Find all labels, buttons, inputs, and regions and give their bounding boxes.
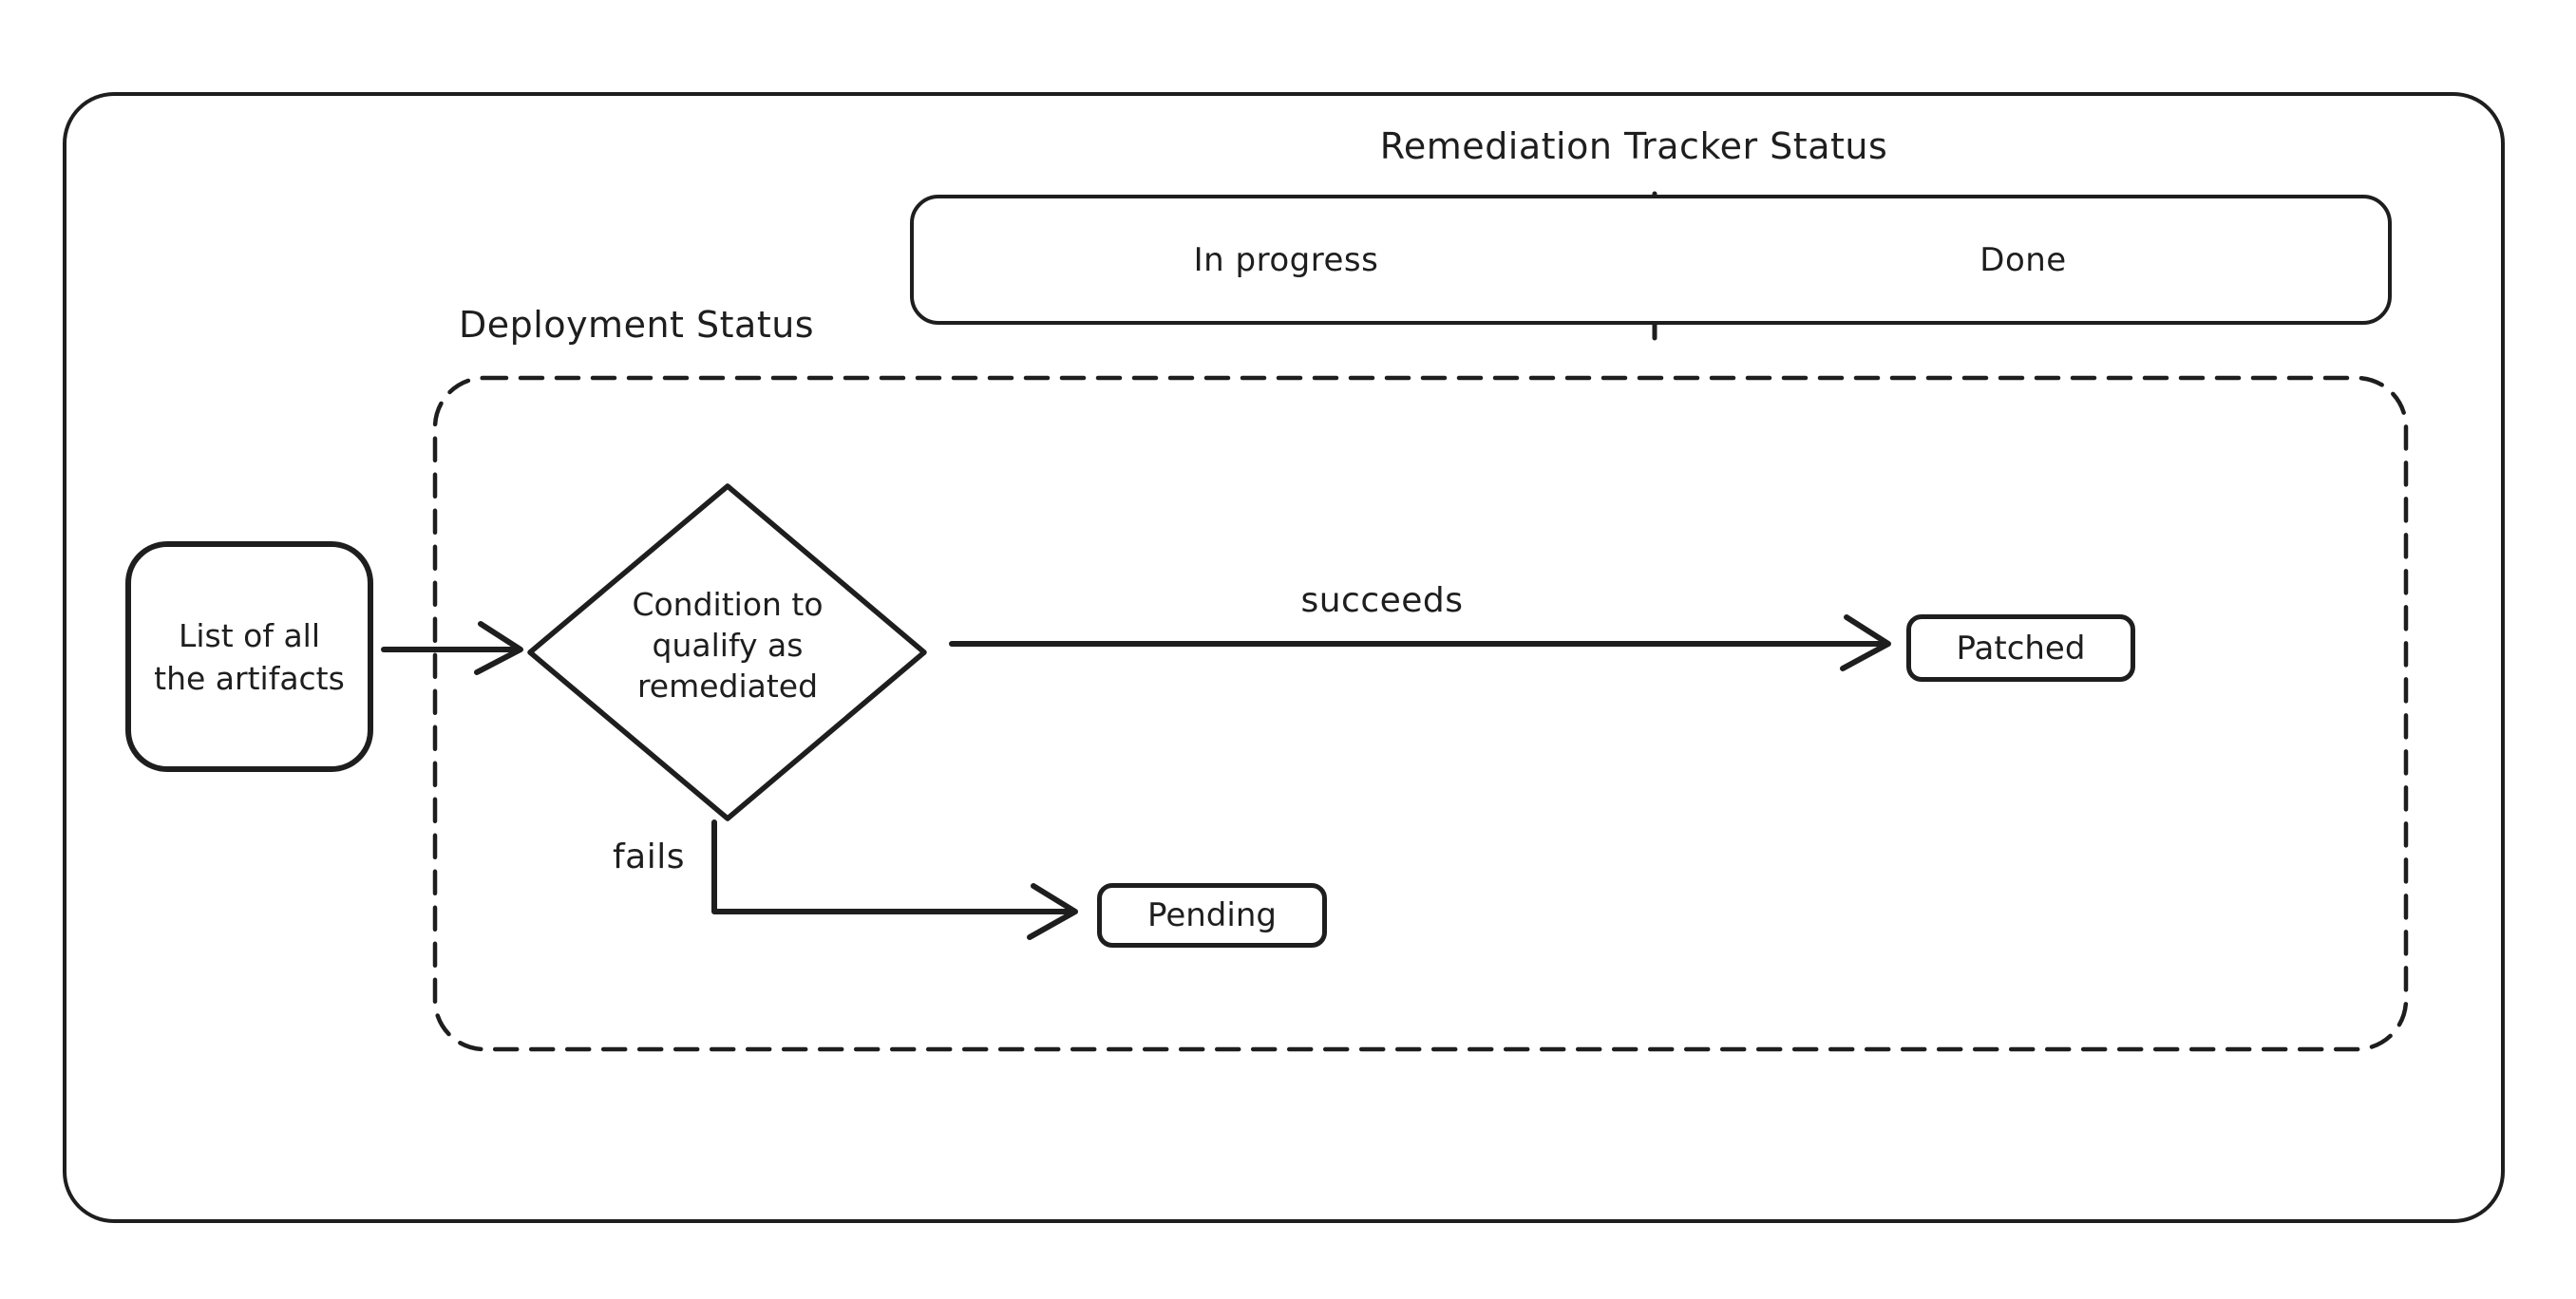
fails-edge-label: fails bbox=[613, 838, 685, 876]
status-cell-done: Done bbox=[1979, 240, 2067, 279]
pending-node-label: Pending bbox=[1147, 896, 1277, 934]
succeeds-edge-label: succeeds bbox=[1300, 581, 1464, 620]
outer-frame bbox=[63, 92, 2505, 1223]
pending-node: Pending bbox=[1097, 883, 1327, 948]
deployment-status-label: Deployment Status bbox=[459, 304, 815, 346]
decision-node-line1: Condition to bbox=[632, 586, 824, 623]
decision-node-text: Condition to qualify as remediated bbox=[576, 584, 880, 706]
patched-node-label: Patched bbox=[1956, 629, 2086, 668]
patched-node: Patched bbox=[1906, 614, 2135, 682]
decision-node-line3: remediated bbox=[636, 668, 819, 705]
source-node-artifacts: List of all the artifacts bbox=[125, 541, 373, 772]
decision-node-line2: qualify as bbox=[652, 627, 804, 664]
tracker-title: Remediation Tracker Status bbox=[1379, 125, 1888, 167]
source-node-line1: List of all bbox=[178, 616, 321, 654]
source-node-line2: the artifacts bbox=[154, 659, 345, 697]
status-cell-in-progress: In progress bbox=[1193, 240, 1379, 279]
status-bar: In progress Done bbox=[910, 195, 2392, 325]
